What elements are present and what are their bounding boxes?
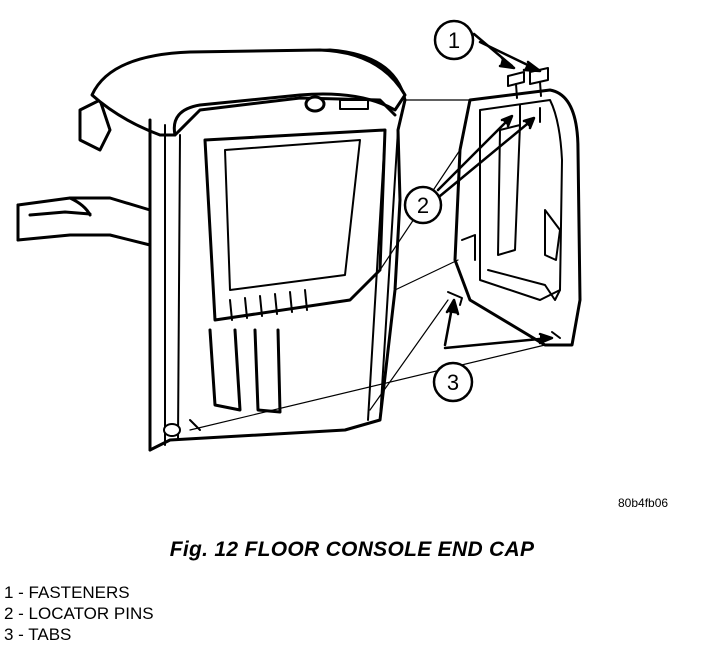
legend-item: 3 - TABS (4, 625, 72, 644)
legend: 1 - FASTENERS 2 - LOCATOR PINS 3 - TABS (4, 582, 154, 645)
console-body (90, 48, 407, 452)
image-code: 80b4fb06 (618, 496, 669, 510)
end-cap-part (447, 67, 582, 347)
floor-console-end-cap-illustration: 1 2 3 (16, 19, 582, 452)
callout-circles (403, 19, 475, 403)
legend-item: 1 - FASTENERS (4, 583, 130, 602)
callout-3-label: 3 (447, 370, 459, 395)
callout-2-label: 2 (417, 193, 429, 218)
legend-item: 2 - LOCATOR PINS (4, 604, 154, 623)
leader-arrows (436, 32, 554, 350)
callout-1-label: 1 (448, 28, 460, 53)
figure-title: Fig. 12 FLOOR CONSOLE END CAP (169, 538, 535, 561)
